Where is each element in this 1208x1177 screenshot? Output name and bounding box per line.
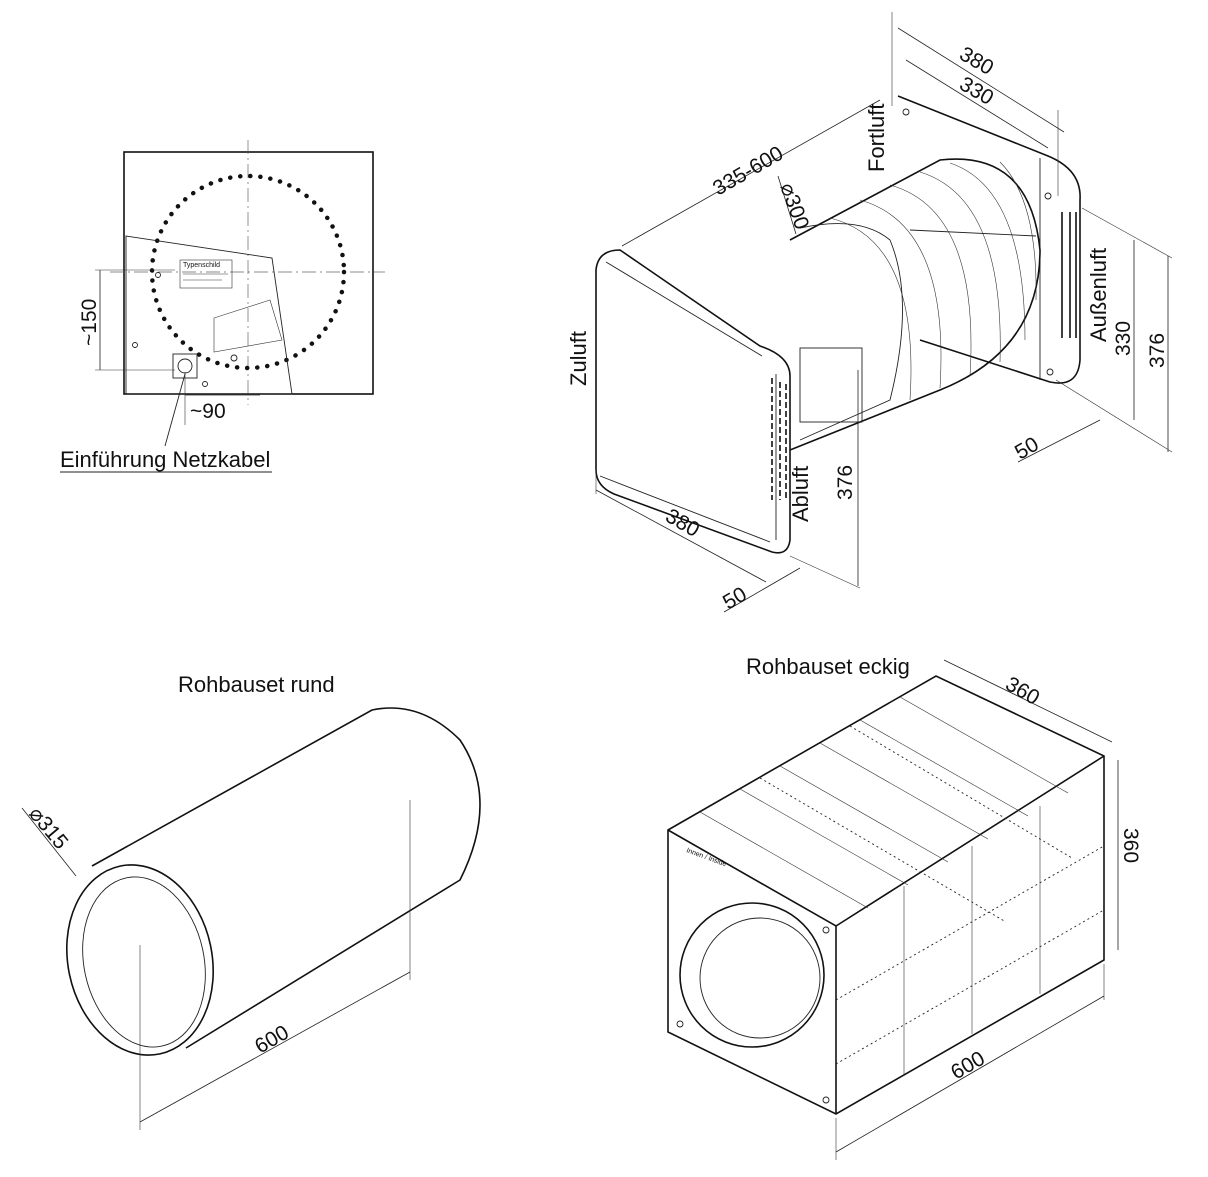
dim-line-50-front — [723, 567, 801, 613]
dim-label-380-top: 380 — [956, 42, 998, 79]
label-extract-air: Abluft — [788, 466, 813, 522]
dim-line-square-360-top — [943, 659, 1113, 743]
round-tube-rim-outer — [65, 864, 215, 1056]
inner-filter — [799, 347, 863, 423]
rear-inner-module — [213, 299, 283, 353]
dim-label-376-front: 376 — [834, 465, 857, 500]
inner-module — [799, 223, 903, 441]
type-plate — [179, 259, 233, 289]
callout-leader — [164, 373, 186, 447]
dim-line-square-600 — [835, 995, 1105, 1153]
square-box-top-edge — [667, 755, 1105, 927]
dim-line-wall-depth — [621, 99, 881, 247]
dim-line-round-600 — [139, 971, 411, 1123]
square-set-title: Rohbauset eckig — [746, 654, 910, 679]
label-supply-air: Zuluft — [566, 331, 591, 386]
label-exhaust-air: Fortluft — [864, 104, 889, 172]
dim-label-square-600: 600 — [947, 1047, 989, 1084]
rear-dotted-circle — [149, 173, 347, 371]
rear-view-frame — [123, 151, 374, 395]
type-plate-label: Typenschild — [183, 262, 220, 269]
dim-label-round-diameter: ⌀315 — [24, 802, 72, 853]
dim-line-diameter — [777, 175, 797, 235]
dim-label-380-front: 380 — [662, 504, 704, 541]
tube-ribs — [829, 161, 1037, 401]
dim-line-50-right — [1017, 419, 1101, 463]
dim-line-round-diameter — [21, 807, 77, 877]
front-cover — [595, 249, 791, 554]
dim-label-330-right: 330 — [1112, 321, 1135, 356]
dim-label-90: ~90 — [190, 400, 226, 423]
dim-label-diameter: ⌀300 — [775, 180, 813, 233]
rear-grille — [1061, 212, 1077, 338]
rear-plate — [897, 95, 1081, 384]
dim-label-square-360-side: 360 — [1119, 828, 1142, 863]
dim-label-50-front: 50 — [719, 583, 751, 615]
device-3d-view: 380 330 335-600 ⌀300 330 376 50 380 376 … — [566, 12, 1173, 615]
dim-label-376-right: 376 — [1146, 333, 1169, 368]
rear-view: Typenschild ~150 ~90 Einführung Netzkabe… — [60, 140, 385, 473]
dim-label-square-360-top: 360 — [1002, 672, 1044, 709]
dim-label-50-right: 50 — [1011, 433, 1043, 465]
dim-label-round-600: 600 — [251, 1021, 293, 1058]
square-face-label: Innen / Inside — [685, 847, 727, 868]
round-set-view: Rohbauset rund 600 ⌀315 — [21, 672, 481, 1130]
round-tube-rim-inner — [82, 876, 206, 1048]
dim-line-380-front — [595, 489, 767, 583]
square-top-hatch — [699, 696, 1073, 923]
rear-electronics-housing — [125, 235, 293, 395]
dim-label-wall-depth: 335-600 — [709, 142, 787, 200]
front-grille — [771, 378, 787, 500]
cable-entry-hole — [177, 358, 193, 374]
square-side-hatch — [835, 806, 1105, 1074]
dim-label-150: ~150 — [78, 299, 101, 346]
square-box-outline — [667, 675, 1105, 1115]
square-opening-inner — [699, 917, 821, 1039]
square-set-view: Rohbauset eckig Innen / I — [667, 654, 1142, 1160]
callout-cable-entry: Einführung Netzkabel — [60, 447, 270, 472]
square-opening-outer — [679, 902, 825, 1048]
dim-line-380-top — [897, 27, 1065, 133]
dim-line-330-top — [905, 59, 1049, 149]
round-set-title: Rohbauset rund — [178, 672, 335, 697]
label-outside-air: Außenluft — [1086, 248, 1111, 342]
wall-tube — [789, 158, 1041, 451]
dim-label-330-top: 330 — [956, 72, 998, 109]
round-tube-body — [91, 707, 481, 1049]
